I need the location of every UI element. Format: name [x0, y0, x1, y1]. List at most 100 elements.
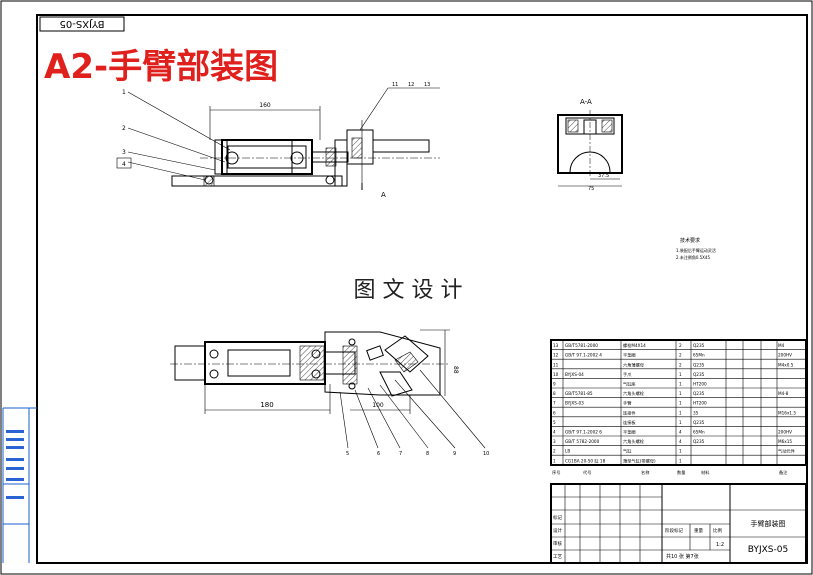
bom-cell-name: 平垫圈: [623, 352, 636, 359]
bom-cell-note: M16x1.5: [778, 410, 796, 415]
bom-cell-note: 气动元件: [778, 448, 795, 455]
section-view-aa: A-A 37.5 75: [557, 98, 623, 192]
bom-cell-note: M4: [778, 343, 785, 348]
title-row-label-3: 工艺: [553, 554, 562, 560]
bom-cell-name: 气缸座: [623, 381, 636, 388]
scale-value: 1:2: [716, 542, 724, 548]
bom-header-std: 代号: [583, 469, 591, 476]
bom-cell-name: 连接板: [623, 419, 636, 426]
dim-right-h: 88: [452, 366, 459, 374]
title-row-label-2: 审核: [553, 540, 562, 547]
callout-11: 11: [392, 82, 398, 88]
bom-cell-no: 11: [553, 362, 559, 367]
technical-requirements: 技术要求 1.装配后手臂运动灵活 2.未注倒角0.5X45: [676, 237, 716, 260]
bom-cell-qty: 4: [679, 430, 682, 435]
sheet-info: 共10 张 第7张: [666, 553, 699, 560]
bom-cell-no: 6: [553, 410, 556, 415]
bom-cell-no: 4: [553, 430, 556, 435]
tech-req-title: 技术要求: [680, 237, 700, 244]
bom-cell-qty: 1: [679, 410, 682, 415]
assembly-title: 手臂部装图: [751, 519, 786, 528]
bom-cell-qty: 1: [679, 401, 682, 406]
callout-3: 3: [122, 149, 126, 156]
bom-cell-std: GB/T 97.1-2002 6: [565, 430, 602, 435]
callout-9: 9: [453, 451, 456, 457]
binding-strip: [2, 407, 37, 563]
bom-cell-mat: Q235: [693, 439, 705, 444]
bom-cell-std: GB/T5781-85: [565, 391, 593, 396]
bom-cell-qty: 2: [679, 362, 682, 367]
bom-cell-qty: 2: [679, 353, 682, 358]
bom-cell-note: M4-8: [778, 391, 789, 396]
bom-cell-mat: 65Mn: [693, 430, 705, 435]
bom-cell-std: BYJXS-04: [565, 372, 584, 377]
bom-cell-note: M4x0.5: [778, 362, 794, 367]
bom-cell-no: 12: [553, 353, 559, 358]
bom-cell-mat: Q235: [693, 343, 705, 348]
bom-cell-name: 六角薄螺母: [623, 361, 644, 368]
callout-6: 6: [377, 451, 380, 457]
bom-cell-name: 平垫圈: [623, 429, 636, 436]
bom-cell-note: M6x15: [778, 439, 792, 444]
bom-cell-mat: Q235: [693, 391, 705, 396]
callout-12: 12: [408, 82, 414, 88]
drawing-number-top: BYJXS-05: [60, 18, 105, 29]
bom-cell-qty: 1: [679, 458, 682, 463]
tech-req-line-1: 1.装配后手臂运动灵活: [676, 247, 716, 253]
bom-cell-no: 9: [553, 382, 556, 387]
bom-cell-qty: 2: [679, 343, 682, 348]
bom-cell-mat: Q235: [693, 372, 705, 377]
bom-cell-no: 1: [553, 458, 556, 463]
bom-cell-qty: 1: [679, 449, 682, 454]
bom-cell-name: 六角头螺栓: [623, 438, 645, 445]
bom-cell-mat: HT200: [693, 382, 707, 387]
title-block: 标记 设计 审核 工艺 阶段标记 重量 比例 1:2 共10 张 第7张 手臂部…: [550, 483, 807, 564]
bom-cell-qty: 1: [679, 391, 682, 396]
bom-cell-qty: 1: [679, 420, 682, 425]
dim-top-len: 160: [259, 102, 271, 109]
bom-cell-note: 200HV: [778, 353, 792, 358]
bom-header-qty: 数量: [677, 469, 685, 476]
dim-bottom-mid: 100: [372, 402, 384, 409]
bom-cell-mat: 35: [693, 410, 699, 415]
drawing-number: BYJXS-05: [748, 545, 788, 555]
title-mid-label-0: 阶段标记: [665, 527, 683, 534]
bom-cell-mat: Q235: [693, 420, 705, 425]
bom-cell-std: CG1BA 20-50 缸 18: [565, 457, 606, 463]
bom-header-name: 名称: [641, 469, 649, 476]
bom-cell-mat: HT200: [693, 401, 707, 406]
bom-cell-mat: Q235: [693, 362, 705, 367]
bom-cell-name: 气缸: [623, 448, 632, 454]
title-row-label-0: 标记: [553, 514, 562, 521]
bom-cell-std: BYJXS-03: [565, 401, 584, 406]
top-view: 160 A 1 2 3 4: [116, 82, 440, 199]
title-mid-label-1: 重量: [694, 527, 703, 534]
bom-cell-std: GB/T 5782-2000: [565, 439, 600, 444]
callout-10: 10: [483, 451, 489, 457]
callout-8: 8: [426, 451, 429, 457]
bom-cell-qty: 1: [679, 382, 682, 387]
bom-cell-std: GB/T 97.1-2002 4: [565, 353, 602, 358]
bom-cell-name: 螺栓M4X14: [623, 342, 646, 349]
bottom-view: 180 100 88 5 6 7 8 9 10: [170, 329, 489, 457]
bom-cell-no: 8: [553, 391, 556, 396]
bom-cell-no: 2: [553, 449, 556, 454]
bom-cell-name: 薄型气缸(带螺母): [623, 457, 656, 464]
title-row-label-1: 设计: [553, 527, 562, 534]
dim-section-small: 37.5: [598, 173, 609, 179]
dim-section-width: 75: [588, 186, 594, 192]
watermark-text: 图 文 设 计: [354, 278, 463, 303]
callout-13: 13: [424, 82, 430, 88]
bom-cell-no: 3: [553, 439, 556, 444]
dim-bottom-len: 180: [260, 401, 273, 409]
section-marker-a: A: [381, 191, 386, 199]
bom-cell-name: 手臂: [623, 400, 631, 407]
callout-2: 2: [122, 125, 126, 132]
bom-cell-name: 手爪: [623, 371, 632, 378]
tech-req-line-2: 2.未注倒角0.5X45: [676, 254, 710, 260]
bom-header-no: 序号: [552, 469, 560, 476]
inner-frame: [36, 14, 808, 564]
callout-7: 7: [399, 451, 402, 457]
